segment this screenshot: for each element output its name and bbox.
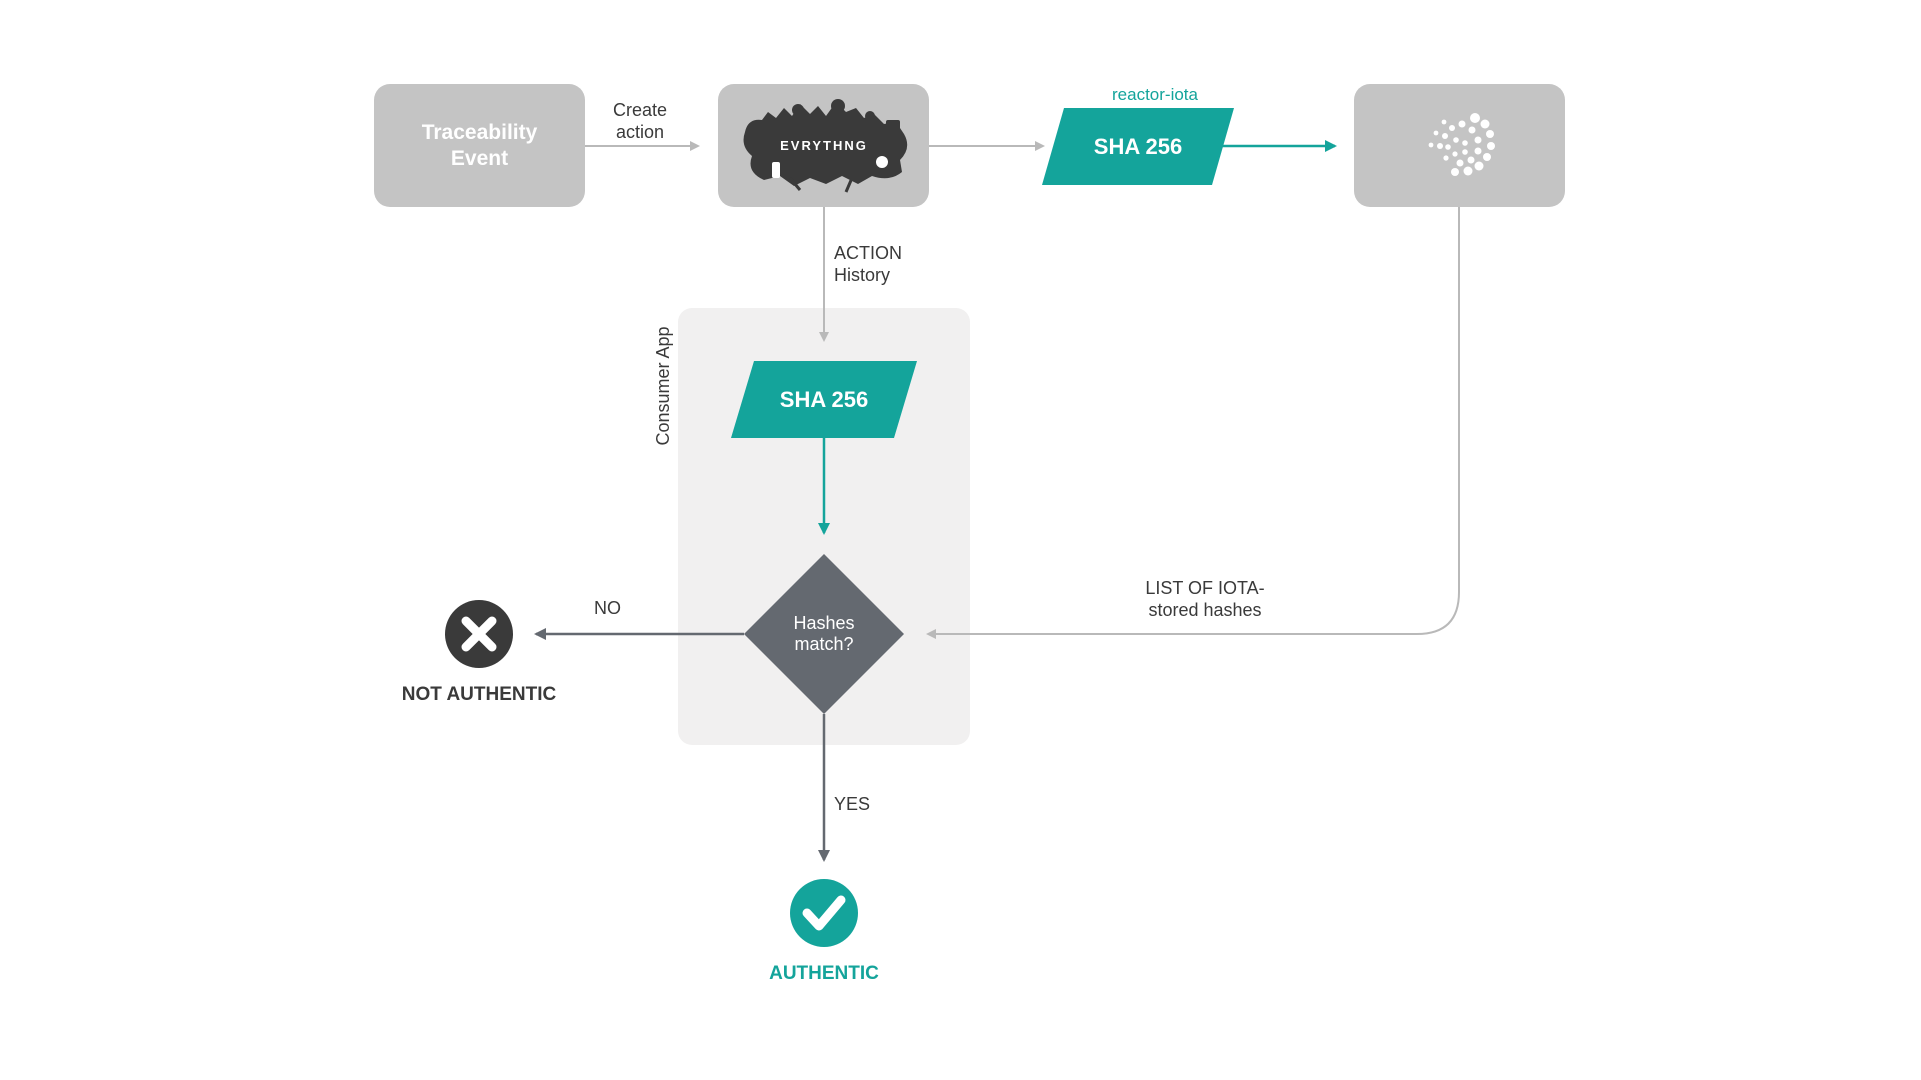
iota-hashes-label: LIST OF IOTA- stored hashes: [1145, 578, 1265, 620]
no-label: NO: [594, 598, 621, 618]
x-circle-icon: [445, 600, 513, 668]
yes-label: YES: [834, 794, 871, 814]
evrythng-logo-icon: [743, 99, 908, 193]
traceability-event-box: [374, 84, 585, 207]
evrythng-logo-text: EVRYTHNG: [780, 138, 868, 153]
check-circle-icon: [790, 879, 858, 947]
authentic-label: AUTHENTIC: [769, 963, 879, 984]
action-history-label: ACTION History: [834, 243, 903, 285]
edge-iota-hashes: [926, 207, 1460, 639]
create-action-label: Create action: [612, 100, 668, 142]
not-authentic-label: NOT AUTHENTIC: [401, 684, 557, 705]
iota-box: [1354, 84, 1565, 207]
iota-logo-icon: [1428, 113, 1495, 176]
decision-diamond: [744, 554, 904, 714]
sha256-top-label: SHA 256: [1093, 133, 1183, 159]
sha256-top-shape: [1042, 108, 1234, 185]
reactor-iota-label: reactor-iota: [1112, 85, 1198, 104]
consumer-app-label: Consumer App: [653, 326, 673, 445]
sha256-consumer-label: SHA 256: [779, 386, 869, 412]
traceability-event-label: Traceability Event: [421, 120, 538, 170]
sha256-consumer-shape: [731, 361, 917, 438]
decision-label: Hashes match?: [793, 613, 855, 654]
